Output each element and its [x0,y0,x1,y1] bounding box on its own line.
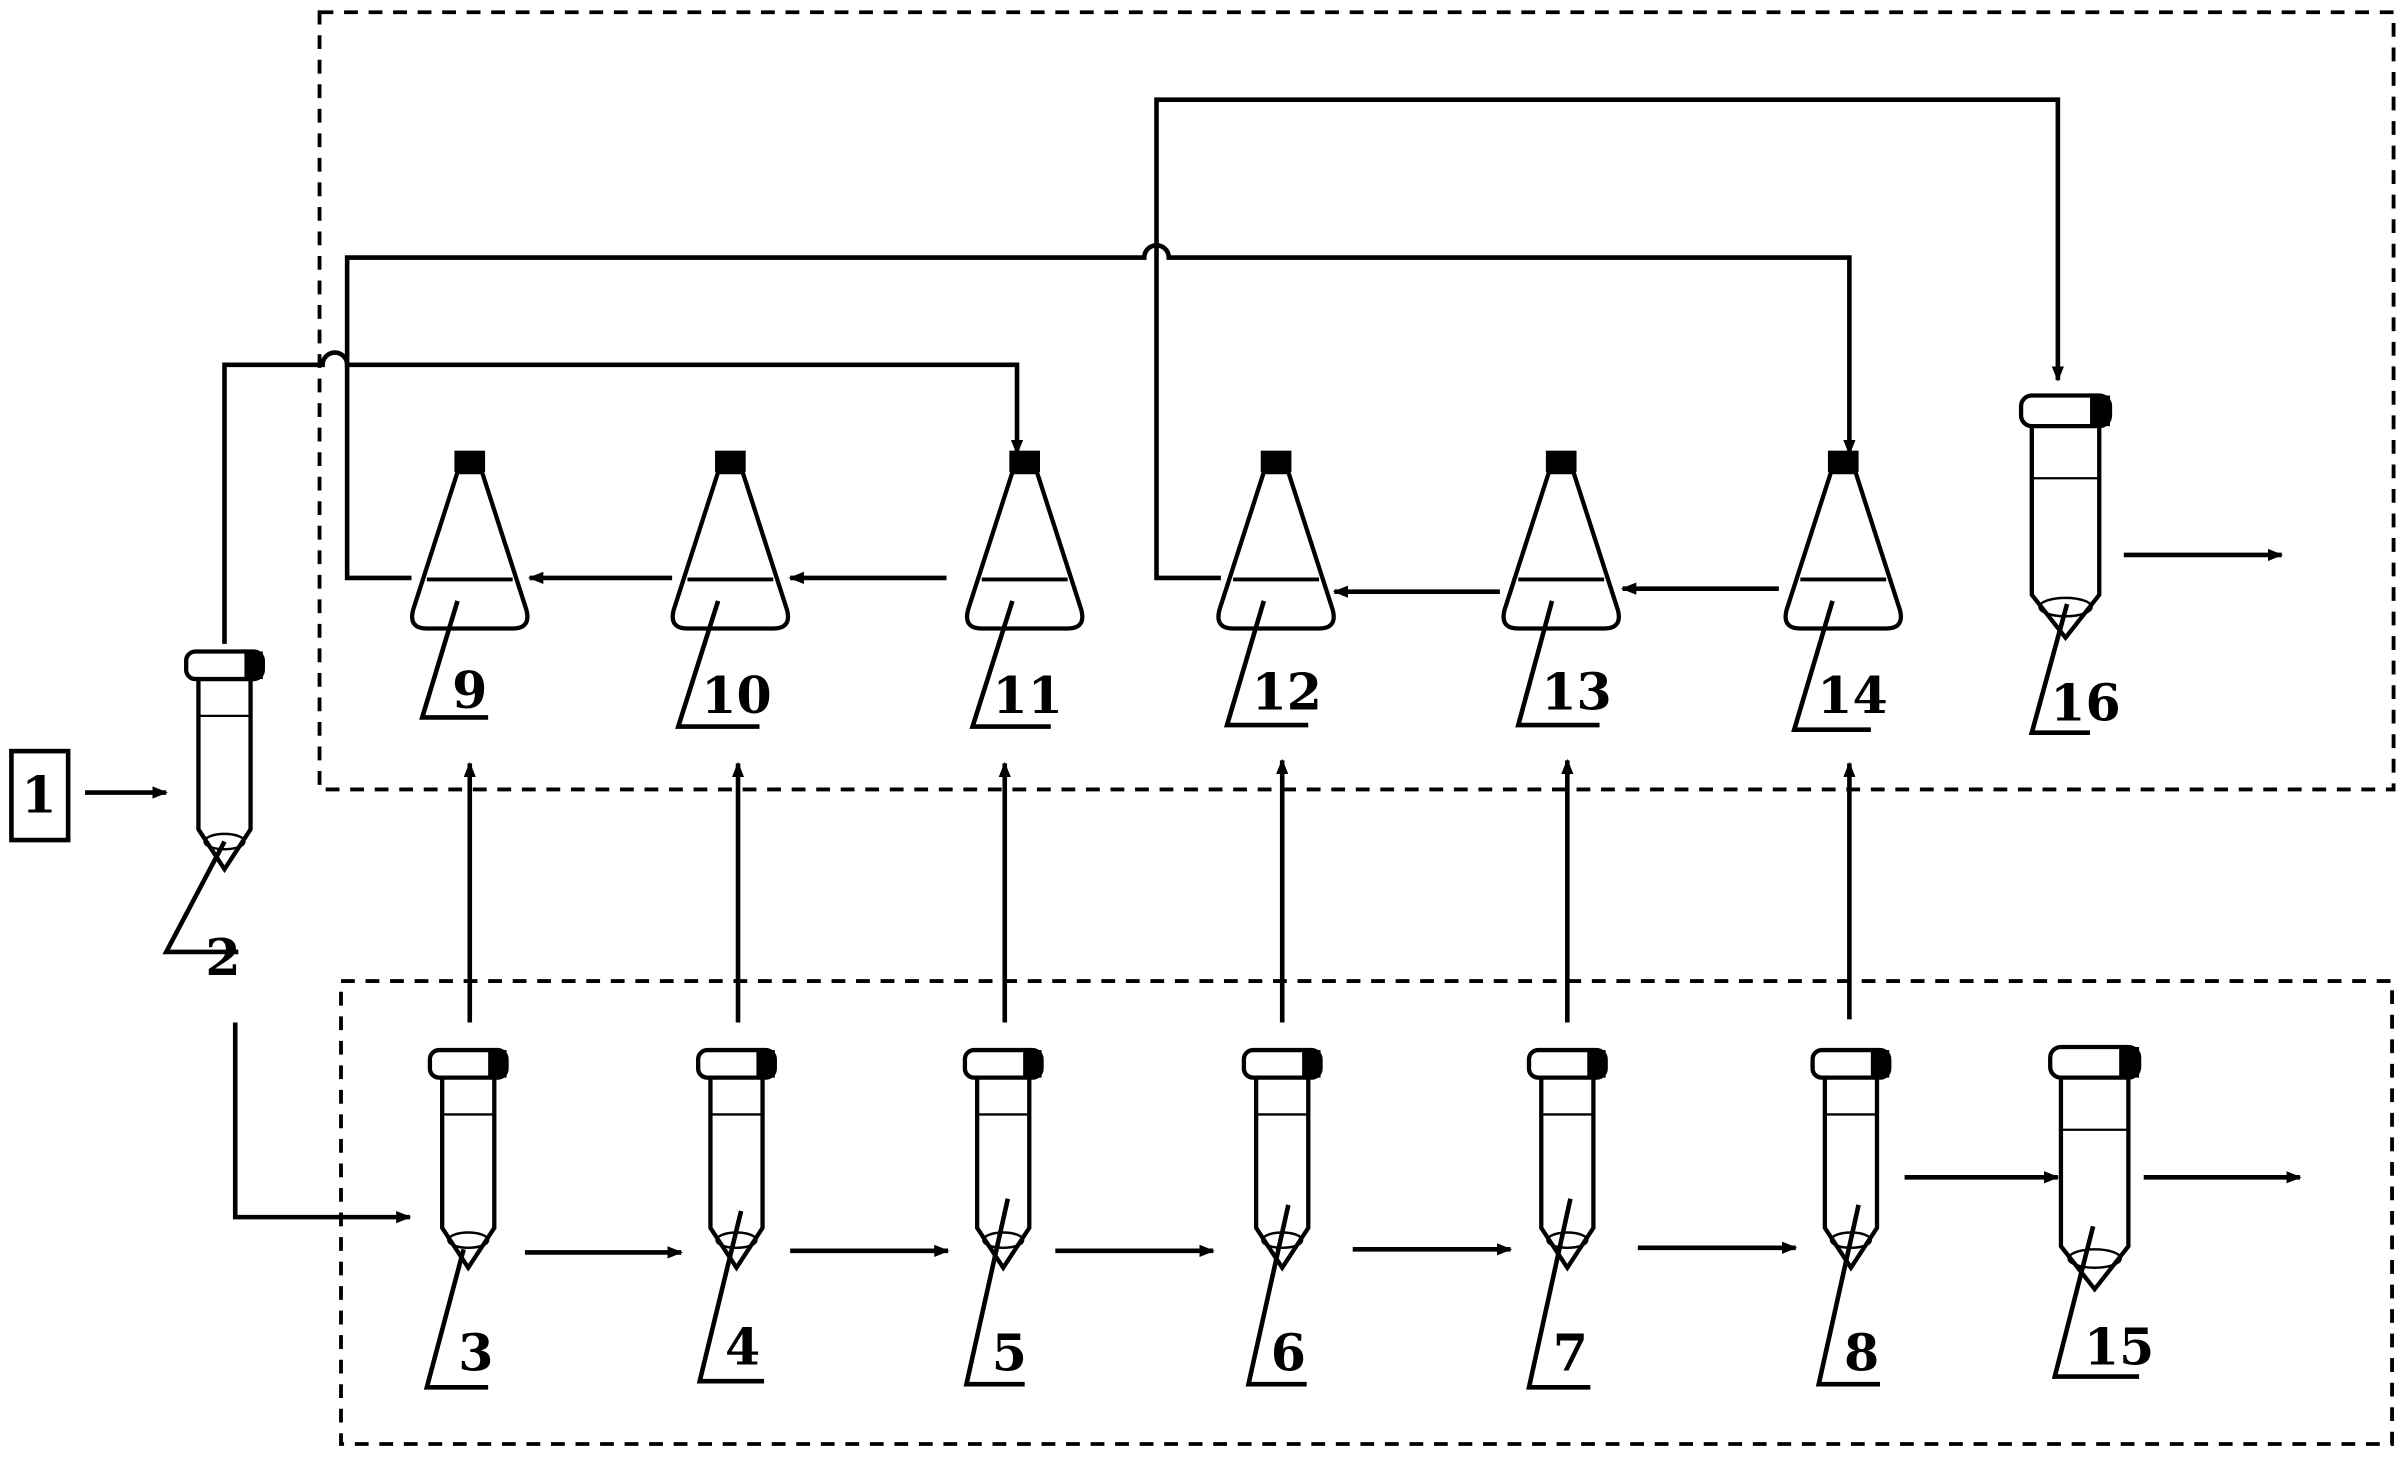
flask-11 [967,451,1082,629]
upper-dashed-region [317,10,2396,792]
leader-line-6 [1245,1204,1307,1387]
leader-line-8 [1815,1204,1881,1387]
leader-line-12 [1223,600,1309,728]
leader-line-14 [1791,600,1871,732]
leader-line-11 [969,600,1051,729]
leader-line-4 [696,1210,765,1384]
line-9-to-14 [344,242,1856,581]
tube-2 [186,651,263,869]
flask-14-label: 14 [1817,666,1887,725]
tube-2-label: 2 [205,928,240,987]
tube-8-label: 8 [1844,1323,1879,1382]
tube-3-label: 3 [458,1323,493,1382]
line-2-to-11 [222,350,1024,644]
line-12-to-16 [1154,97,2064,581]
leader-line-2 [162,840,239,955]
tube-3 [430,1050,507,1268]
tube-16 [2021,395,2110,637]
tube-5 [965,1050,1042,1268]
flask-14 [1786,451,1901,629]
tube-7 [1529,1050,1606,1268]
tube-7-label: 7 [1553,1323,1588,1382]
line-2-to-3 [232,1022,412,1224]
source-box-label: 1 [21,765,56,824]
leader-line-3 [423,1248,489,1390]
tube-5-label: 5 [992,1323,1027,1382]
flask-9-label: 9 [452,661,487,720]
leader-line-16 [2028,603,2091,736]
flask-9 [412,451,527,629]
lower-dashed-region [339,979,2394,1446]
tube-4-label: 4 [725,1317,760,1376]
leader-line-13 [1515,600,1600,728]
flask-11-label: 11 [993,666,1063,725]
leader-line-15 [2051,1225,2140,1379]
leader-line-9 [419,600,489,720]
tube-15 [2050,1047,2139,1289]
flask-13-label: 13 [1541,663,1611,722]
leader-line-5 [963,1198,1025,1387]
source-box: 1 [9,748,71,843]
flask-13 [1504,451,1619,629]
flask-12-label: 12 [1252,663,1322,722]
flask-12 [1218,451,1333,629]
tube-15-label: 15 [2084,1317,2154,1376]
flask-10-label: 10 [701,666,771,725]
leader-line-7 [1526,1198,1591,1390]
flask-10 [673,451,788,629]
tube-6-label: 6 [1271,1323,1306,1382]
tube-16-label: 16 [2050,673,2120,732]
leader-line-10 [675,600,760,729]
